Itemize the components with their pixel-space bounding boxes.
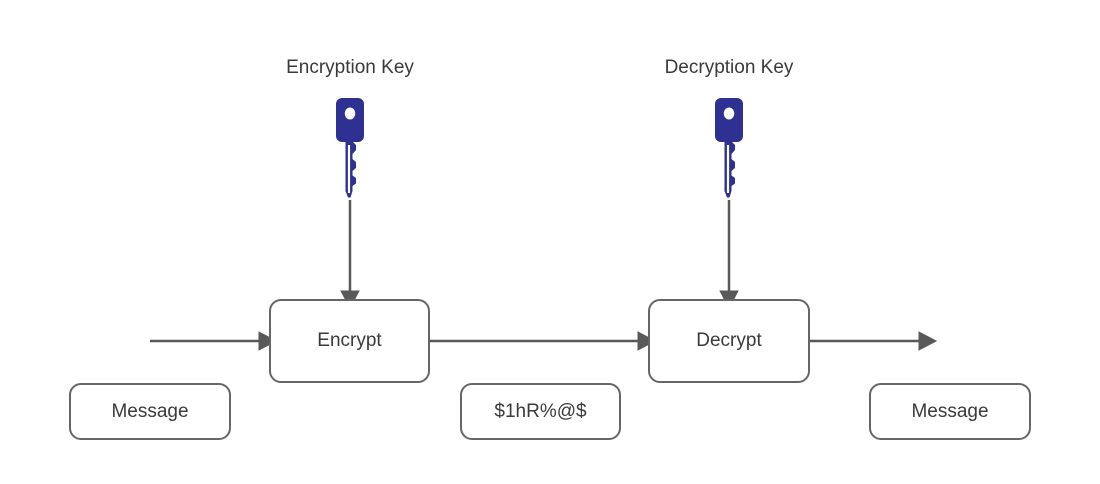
message-input-node[interactable]: Message [69,383,231,440]
encrypt-node[interactable]: Encrypt [269,299,430,383]
decryption-key-icon [706,98,752,207]
decrypt-node-label: Decrypt [696,330,762,351]
message-output-node[interactable]: Message [869,383,1031,440]
encrypt-node-label: Encrypt [317,330,382,351]
ciphertext-label: $1hR%@$ [494,400,587,422]
decryption-key-label: Decryption Key [664,57,794,78]
message-output-label: Message [911,400,989,422]
encryption-key-label: Encryption Key [286,57,414,78]
decrypt-node[interactable]: Decrypt [648,299,810,383]
encryption-key-icon [327,98,373,207]
ciphertext-node[interactable]: $1hR%@$ [460,383,621,440]
message-input-label: Message [111,400,189,422]
